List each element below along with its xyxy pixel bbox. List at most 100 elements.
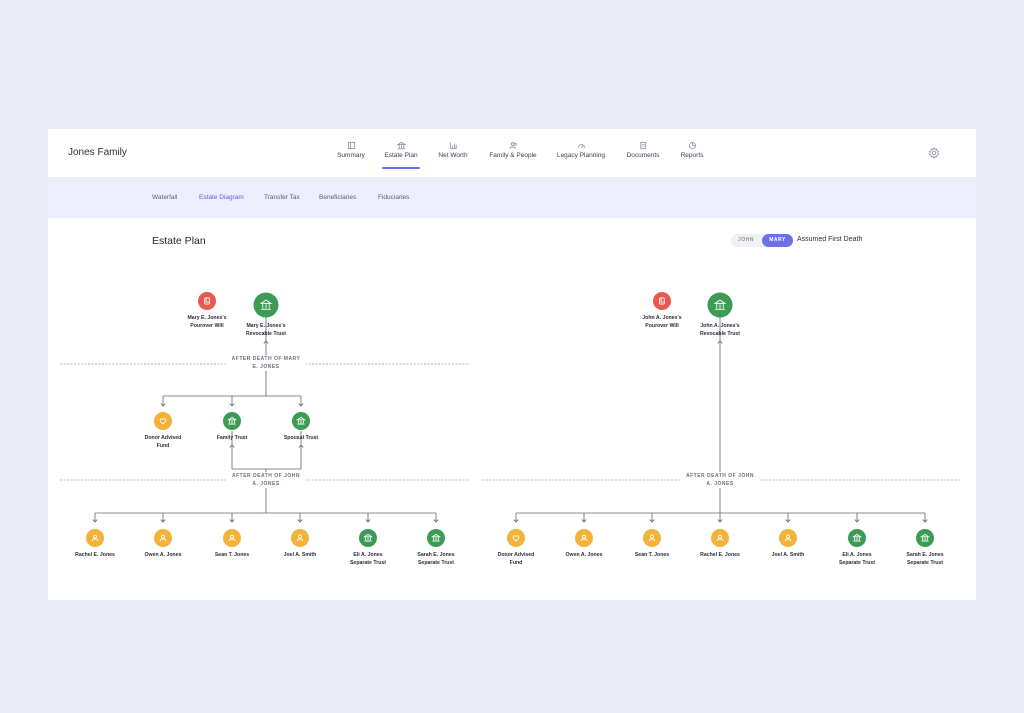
left-beneficiary-3-node[interactable] (223, 529, 241, 547)
toggle-mary-option[interactable]: MARY (762, 234, 793, 247)
left-beneficiary-5-node[interactable] (359, 529, 377, 547)
family-trust-node[interactable] (223, 412, 241, 430)
john-pourover-will-label-line: Pourover Will (645, 323, 679, 329)
nav-legacy-planning[interactable]: Legacy Planning (555, 141, 607, 171)
right-beneficiary-3-label-line: Sean T. Jones (634, 552, 670, 558)
right-beneficiary-7-label-line: Separate Trust (906, 560, 944, 566)
nav-net-worth[interactable]: Net Worth (436, 141, 470, 171)
mary-revocable-trust-node[interactable] (253, 292, 279, 318)
left-beneficiary-3-label-line: Sean T. Jones (214, 552, 250, 558)
right-beneficiary-5-node[interactable] (779, 529, 797, 547)
nav-legacy-planning-label: Legacy Planning (556, 152, 606, 159)
tab-transfer-tax[interactable]: Transfer Tax (264, 194, 300, 201)
person-icon (296, 534, 304, 542)
right-beneficiary-2-node[interactable] (575, 529, 593, 547)
chart-icon (436, 141, 470, 152)
person-icon (159, 534, 167, 542)
arrow-down-icon (785, 519, 791, 523)
nav-family-people-label: Family & People (489, 152, 537, 159)
document-icon (659, 297, 665, 305)
arrow-down-icon (433, 519, 439, 523)
donor-advised-fund-left-label-line: Donor Advised (144, 435, 182, 441)
nav-reports-label: Reports (680, 152, 704, 159)
stage-after-death-mary-line: AFTER DEATH OF MARY (231, 356, 301, 362)
mary-pourover-will-node[interactable] (198, 292, 216, 310)
donor-advised-fund-left-node[interactable] (154, 412, 172, 430)
nav-documents[interactable]: Documents (624, 141, 662, 171)
family-trust-label: Family Trust (197, 434, 267, 442)
arrow-down-icon (513, 519, 519, 523)
left-beneficiary-4-label-line: Joel A. Smith (283, 552, 317, 558)
left-beneficiary-5-label-line: Eli A. Jones (353, 552, 383, 558)
stage-after-death-john-right-line: AFTER DEATH OF JOHN (685, 473, 755, 479)
arrow-up-icon (263, 340, 269, 344)
left-beneficiary-1-node[interactable] (86, 529, 104, 547)
arrow-down-icon (922, 519, 928, 523)
left-beneficiary-6-label-line: Separate Trust (417, 560, 455, 566)
nav-summary[interactable]: Summary (332, 141, 370, 171)
person-icon (716, 534, 724, 542)
left-beneficiary-2-node[interactable] (154, 529, 172, 547)
arrow-down-icon (365, 519, 371, 523)
right-beneficiary-4-node[interactable] (711, 529, 729, 547)
nav-estate-plan[interactable]: Estate Plan (382, 141, 420, 171)
stage-after-death-john-left-line: AFTER DEATH OF JOHN (231, 473, 301, 479)
spousal-trust-label: Spousal Trust (266, 434, 336, 442)
heart-icon (159, 418, 167, 425)
left-beneficiary-6-node[interactable] (427, 529, 445, 547)
john-revocable-trust-node[interactable] (707, 292, 733, 318)
bank-icon (362, 533, 374, 542)
arrow-down-icon (717, 519, 723, 523)
tab-waterfall[interactable]: Waterfall (152, 194, 178, 201)
bank-icon (430, 533, 442, 542)
right-beneficiary-1-circle (507, 529, 525, 547)
arrow-down-icon (854, 519, 860, 523)
family-title: Jones Family (68, 147, 127, 158)
tab-fiduciaries[interactable]: Fiduciaries (378, 194, 410, 201)
settings-gear-icon[interactable] (928, 146, 940, 159)
bank-icon (851, 533, 863, 542)
nav-family-people[interactable]: Family & People (487, 141, 539, 171)
right-beneficiary-7-node[interactable] (916, 529, 934, 547)
toggle-john-option[interactable]: JOHN (738, 237, 754, 243)
arrow-down-icon (92, 519, 98, 523)
legacy-icon (555, 141, 607, 152)
first-death-toggle[interactable]: JOHN MARY (731, 234, 793, 247)
right-beneficiary-6-node[interactable] (848, 529, 866, 547)
left-beneficiary-1-label-line: Rachel E. Jones (75, 552, 115, 558)
tab-estate-diagram[interactable]: Estate Diagram (199, 194, 244, 201)
arrow-down-icon (229, 403, 235, 407)
person-icon (91, 534, 99, 542)
arrow-down-icon (581, 519, 587, 523)
stage-after-death-mary-line: E. JONES (252, 364, 280, 370)
arrow-down-icon (298, 403, 304, 407)
tab-beneficiaries[interactable]: Beneficiaries (319, 194, 357, 201)
right-beneficiary-3-node[interactable] (643, 529, 661, 547)
arrow-down-icon (297, 519, 303, 523)
left-beneficiary-4-node[interactable] (291, 529, 309, 547)
mary-revocable-trust-label-line: Revocable Trust (245, 330, 287, 337)
people-icon (487, 141, 539, 152)
left-beneficiary-5-label-line: Separate Trust (349, 560, 387, 566)
right-beneficiary-4-label: Rachel E. Jones (685, 551, 755, 559)
donor-advised-fund-left-circle (154, 412, 172, 430)
john-pourover-will-node[interactable] (653, 292, 671, 310)
nav-reports[interactable]: Reports (677, 141, 707, 171)
right-beneficiary-5-label-line: Joel A. Smith (771, 552, 805, 558)
right-beneficiary-1-label-line: Donor Advised (497, 552, 535, 558)
person-icon (648, 534, 656, 542)
right-beneficiary-1-node[interactable] (507, 529, 525, 547)
mary-pourover-will-label-line: Pourover Will (190, 323, 224, 329)
person-icon (580, 534, 588, 542)
spousal-trust-node[interactable] (292, 412, 310, 430)
estate-diagram (60, 292, 960, 547)
